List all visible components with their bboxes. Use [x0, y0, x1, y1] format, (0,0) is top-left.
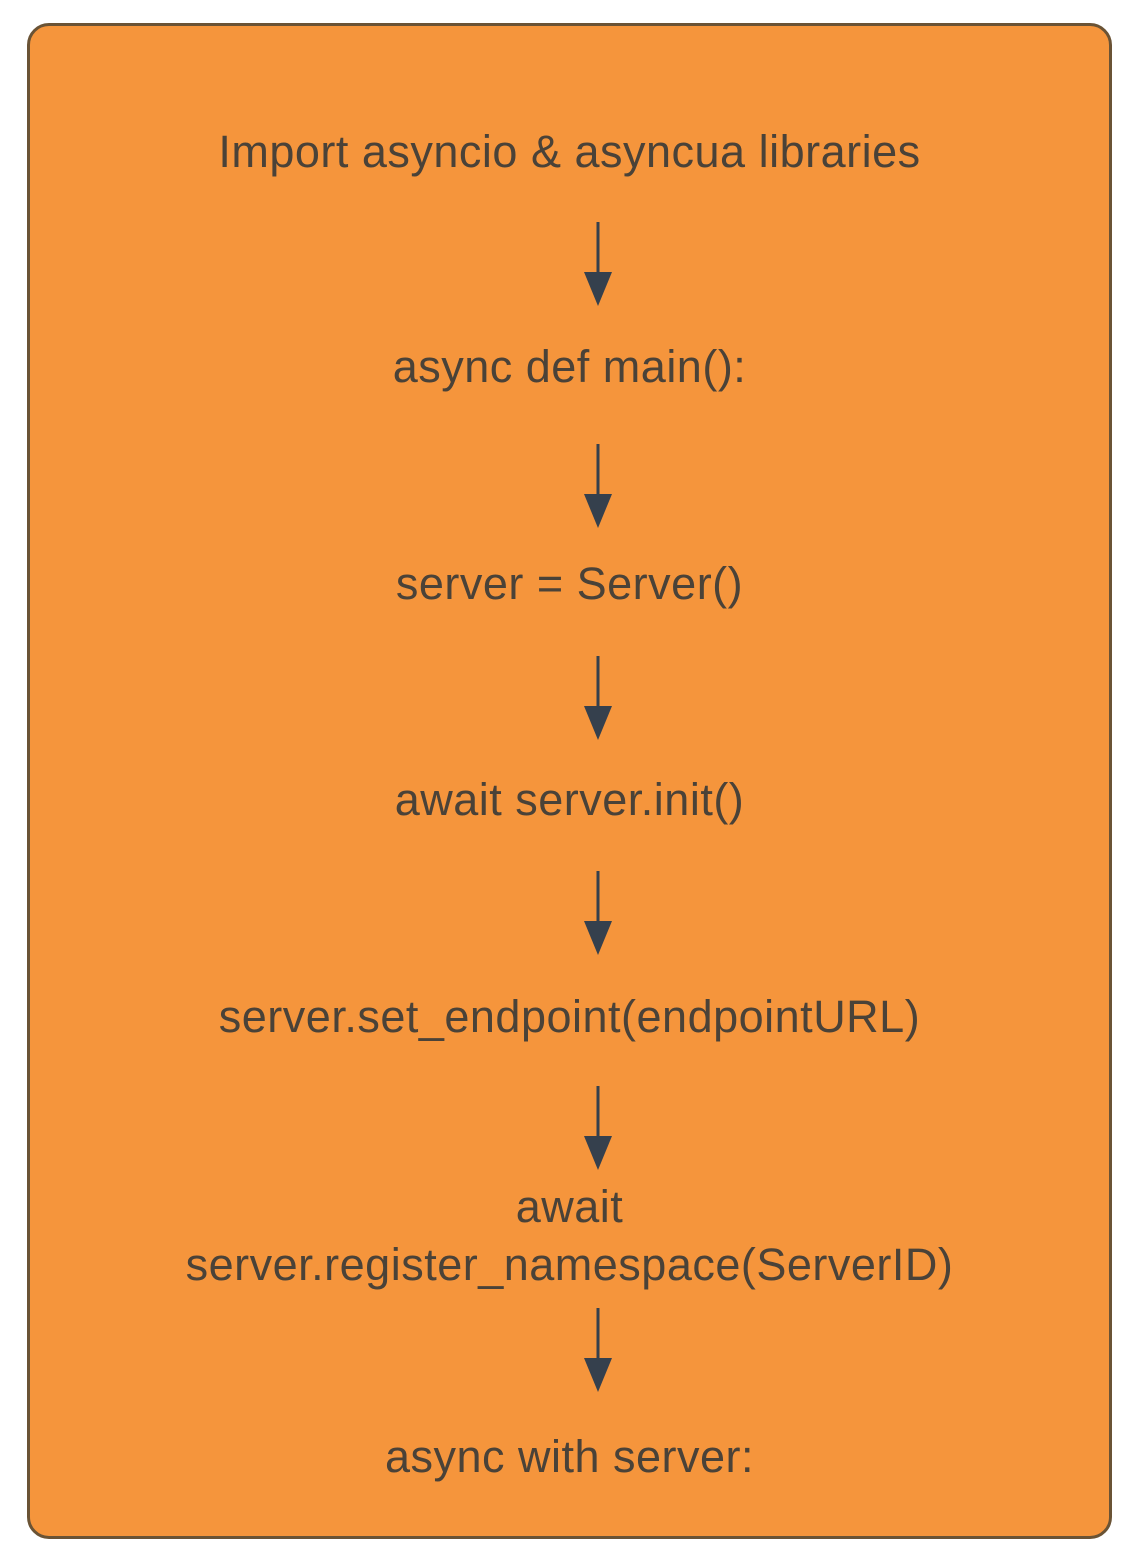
flow-step-register-namespace: await server.register_namespace(ServerID…: [185, 1181, 954, 1290]
arrow-down-icon: [580, 871, 616, 956]
arrow-down-icon: [580, 444, 616, 529]
flow-step-await-server-init: await server.init(): [394, 774, 745, 825]
arrow-down-icon: [580, 1086, 616, 1171]
arrow-down-icon: [580, 222, 616, 307]
flow-step-set-endpoint: server.set_endpoint(endpointURL): [218, 991, 921, 1042]
flowchart-container: Import asyncio & asyncua libraries async…: [27, 23, 1112, 1539]
arrow-down-icon: [580, 1308, 616, 1393]
flow-step-async-with-server: async with server:: [384, 1431, 755, 1482]
flow-step-async-def-main: async def main():: [392, 341, 747, 392]
flow-step-import-libraries: Import asyncio & asyncua libraries: [218, 126, 921, 177]
flow-step-server-instance: server = Server(): [395, 558, 744, 609]
arrow-down-icon: [580, 656, 616, 741]
